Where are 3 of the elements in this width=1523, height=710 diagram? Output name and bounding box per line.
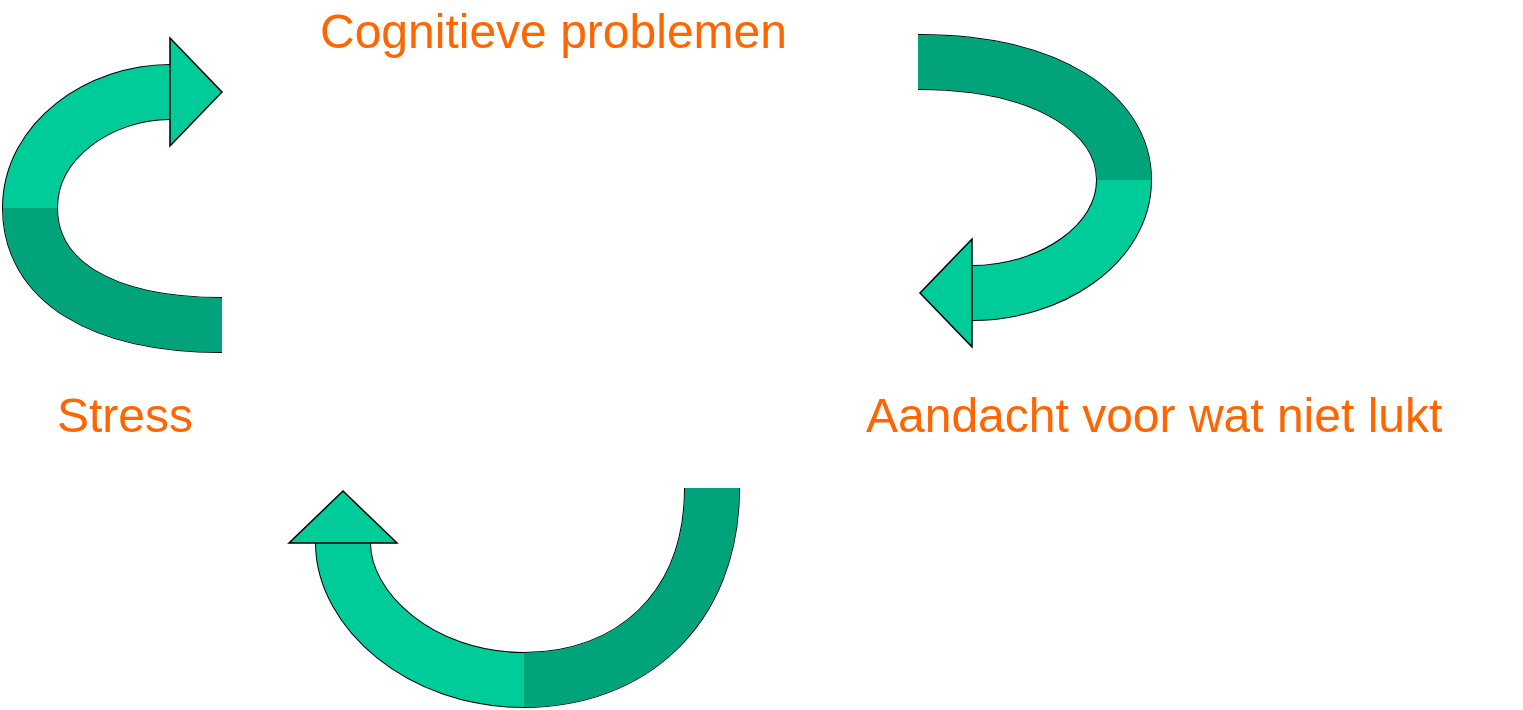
node-label: Stress: [57, 388, 194, 444]
node-label: Cognitieve problemen: [320, 4, 787, 60]
node-label: Aandacht voor wat niet lukt: [866, 388, 1443, 444]
